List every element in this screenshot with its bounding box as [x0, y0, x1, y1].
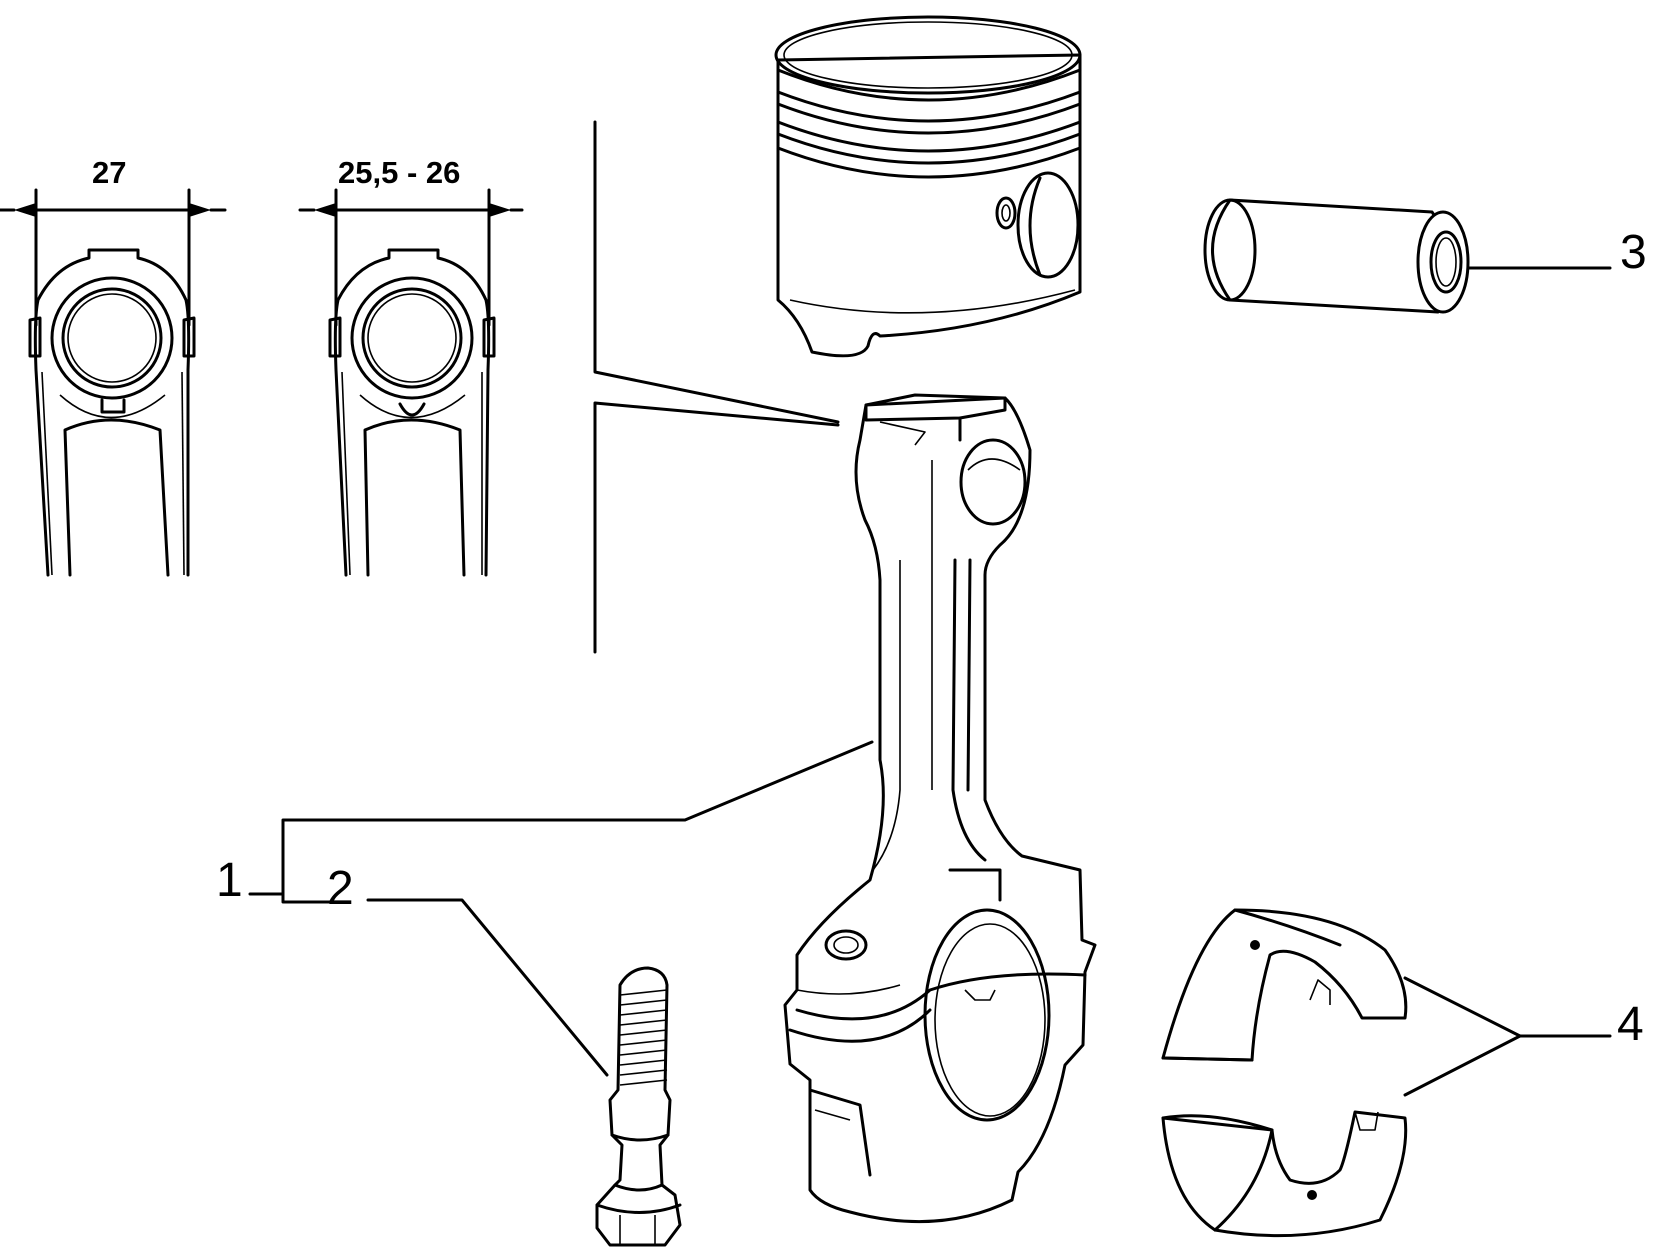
detail-bracket: [593, 120, 840, 654]
dimension-label-tapered: 25,5 - 26: [338, 155, 460, 190]
callout-1: 1: [216, 854, 243, 907]
piston: [774, 15, 1082, 358]
leader-lines: [248, 740, 1612, 1097]
rod-bolt: [595, 966, 682, 1247]
dimension-label-27: 27: [92, 155, 126, 190]
callout-4: 4: [1617, 998, 1644, 1051]
bearing-shells: [1161, 908, 1408, 1238]
connecting-rod: [783, 393, 1097, 1224]
detail-view-small-end-27: 27: [0, 155, 227, 577]
callout-3: 3: [1620, 226, 1647, 279]
piston-pin: [1203, 198, 1612, 314]
callout-2: 2: [327, 862, 354, 915]
detail-view-small-end-tapered: 25,5 - 26: [298, 155, 524, 577]
